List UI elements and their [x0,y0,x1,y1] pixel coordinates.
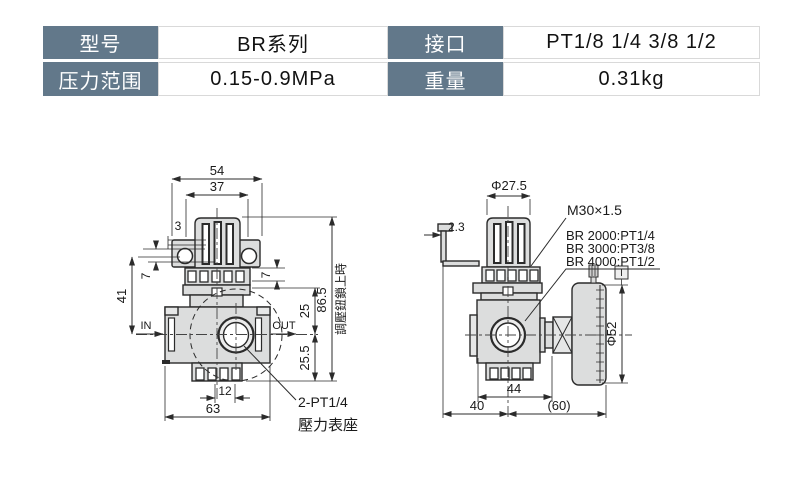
dim-7-left: 7 [139,272,153,279]
spec-header-pressure-range: 压力范围 [43,62,158,96]
model-port-3: BR 4000:PT1/2 [566,254,655,269]
dim-86-5: 86.5 [314,287,329,312]
knurl-teeth-side [485,269,539,282]
label-out: OUT [272,320,296,332]
port-label-line2: 壓力表座 [298,417,358,434]
port-leader [243,345,297,401]
model-port-2: BR 3000:PT3/8 [566,241,655,256]
side-view: Φ27.5 2.3 M30×1.5 BR 2000:PT1/4 BR 3000:… [424,178,660,420]
body-step-right [256,306,271,316]
gauge-vent-detail [588,264,599,284]
note-knob-locked: 調壓鈕鎖上時 [333,263,348,335]
spec-table: 型号 BR系列 接口 PT1/8 1/4 3/8 1/2 压力范围 0.15-0… [43,26,760,96]
front-view: 54 37 3 7 41 7 25 [114,163,358,434]
body-tick [162,360,170,364]
dim-27-5: Φ27.5 [491,178,527,193]
dim-37: 37 [210,179,224,194]
dim-2-3: 2.3 [448,220,465,234]
gauge-outline-dashed [189,288,283,382]
dim-54: 54 [210,163,224,178]
bonnet-neck [189,294,244,308]
dim-60: (60) [547,398,570,413]
dim-41: 41 [114,289,129,303]
spec-header-model: 型号 [43,26,158,59]
bracket-vertical [440,230,447,263]
knurl-teeth [187,270,245,283]
mount-hole-right [240,247,258,265]
dim-40: 40 [470,398,484,413]
dim-44: 44 [507,381,521,396]
bracket-horizontal [442,260,480,267]
thread-label: M30×1.5 [567,202,622,218]
spec-header-weight: 重量 [388,62,503,96]
gauge-valve-cross [552,316,573,354]
label-in: IN [141,320,152,332]
spec-value-pressure-range: 0.15-0.9MPa [158,62,388,96]
spec-header-port: 接口 [388,26,503,59]
spec-value-weight: 0.31kg [503,62,760,96]
body-tab-left-side [469,314,478,357]
dim-7-right: 7 [259,271,273,278]
knob-slots-side [493,221,526,264]
dim-63: 63 [206,401,220,416]
mount-hole-left [176,247,194,265]
spec-value-port: PT1/8 1/4 3/8 1/2 [503,26,760,59]
dim-25: 25 [297,304,312,318]
dim-3: 3 [175,219,182,233]
bottom-ribs-teeth [195,367,241,381]
port-label-line1: 2-PT1/4 [298,394,348,410]
dim-25-5: 25.5 [297,345,312,370]
spec-value-model: BR系列 [158,26,388,59]
knob-slots [201,221,234,265]
thread-leader [530,217,567,267]
gauge-disc [571,282,607,386]
gauge-face-ticks [596,289,604,381]
bottom-ribs-teeth-side [489,367,532,380]
model-port-leader [524,268,660,322]
body-step-left [164,306,179,316]
dim-12: 12 [218,384,232,398]
model-port-1: BR 2000:PT1/4 [566,228,655,243]
dim-52: Φ52 [604,322,619,347]
